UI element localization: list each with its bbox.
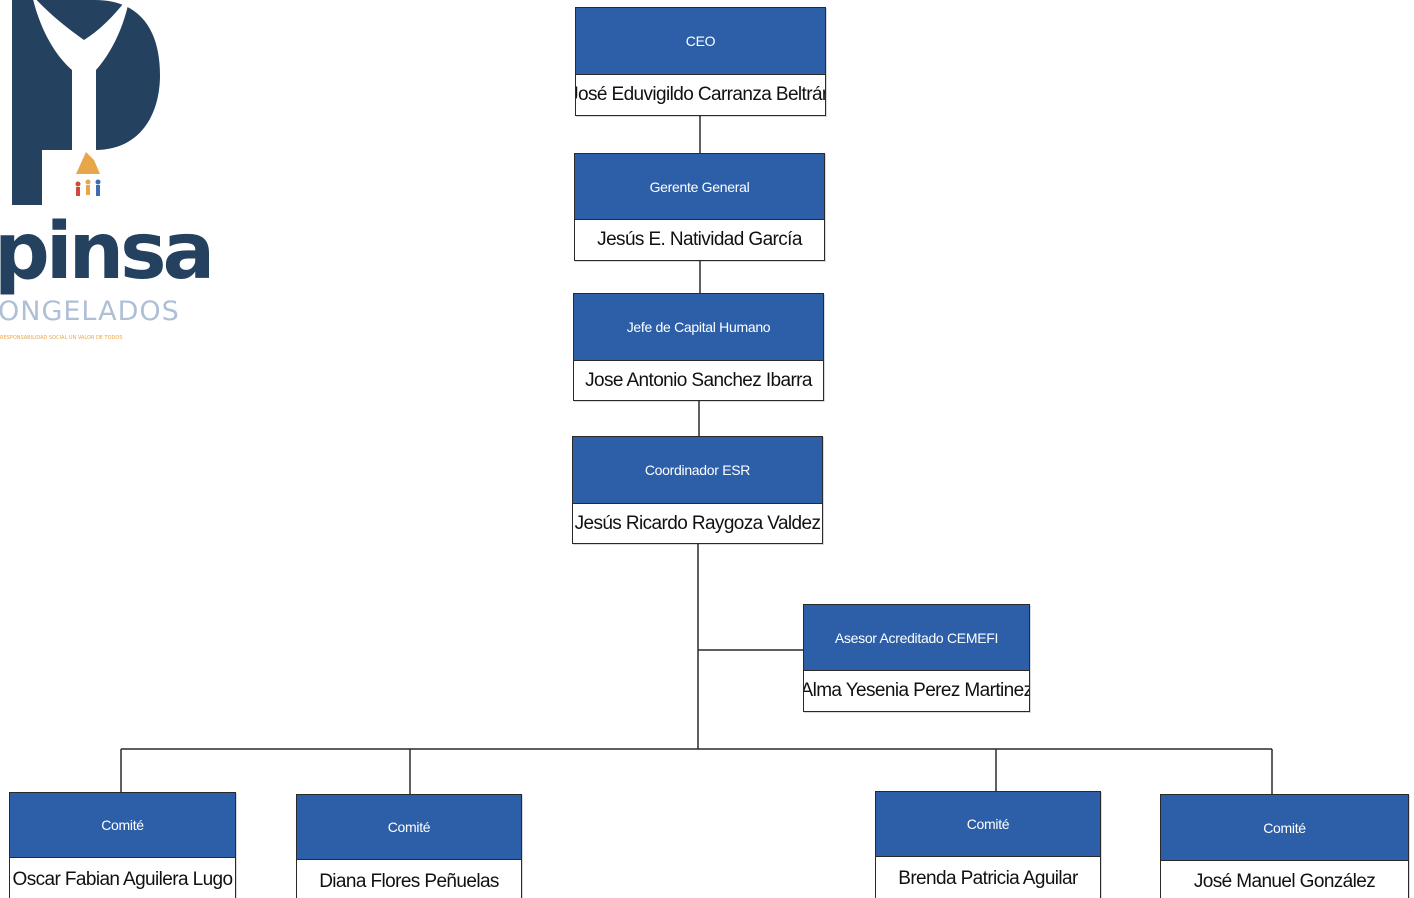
node-title: Asesor Acreditado CEMEFI <box>804 605 1029 671</box>
logo-subtitle: ONGELADOS <box>0 296 180 327</box>
logo-tagline: RESPONSABILIDAD SOCIAL UN VALOR DE TODOS <box>0 335 123 341</box>
node-name: Oscar Fabian Aguilera Lugo <box>12 868 234 890</box>
node-title: Comité <box>1161 795 1408 861</box>
node-name: Jose Antonio Sanchez Ibarra <box>585 369 812 391</box>
node-title: Comité <box>876 792 1100 857</box>
node-comite-2: Comité Diana Flores Peñuelas <box>296 794 522 898</box>
node-comite-3: Comité Brenda Patricia Aguilar <box>875 791 1101 898</box>
node-title: Comité <box>297 795 521 860</box>
node-comite-4: Comité José Manuel González <box>1160 794 1409 898</box>
node-gerente-general: Gerente General Jesús E. Natividad Garcí… <box>574 153 825 261</box>
node-comite-1: Comité Oscar Fabian Aguilera Lugo <box>9 792 236 898</box>
node-coordinador-esr: Coordinador ESR Jesús Ricardo Raygoza Va… <box>572 436 823 544</box>
logo-mark-icon <box>12 0 160 205</box>
node-name: José Eduvigildo Carranza Beltrán <box>576 84 825 105</box>
company-logo: pinsa ONGELADOS RESPONSABILIDAD SOCIAL U… <box>0 0 215 350</box>
node-asesor-cemefi: Asesor Acreditado CEMEFI Alma Yesenia Pe… <box>803 604 1030 712</box>
node-name: Jesús E. Natividad García <box>597 229 802 250</box>
node-title: Jefe de Capital Humano <box>574 294 823 361</box>
node-name: Jesús Ricardo Raygoza Valdez <box>574 512 821 534</box>
node-ceo: CEO José Eduvigildo Carranza Beltrán <box>575 7 826 116</box>
node-jefe-capital-humano: Jefe de Capital Humano Jose Antonio Sanc… <box>573 293 824 401</box>
node-name: Alma Yesenia Perez Martinez <box>804 680 1029 701</box>
node-title: CEO <box>576 8 825 75</box>
node-name: José Manuel González <box>1193 871 1376 892</box>
node-title: Comité <box>10 793 235 858</box>
node-name: Diana Flores Peñuelas <box>319 870 499 892</box>
logo-wordmark: pinsa <box>0 207 215 297</box>
node-title: Coordinador ESR <box>573 437 822 504</box>
node-title: Gerente General <box>575 154 824 220</box>
node-name: Brenda Patricia Aguilar <box>898 867 1078 889</box>
